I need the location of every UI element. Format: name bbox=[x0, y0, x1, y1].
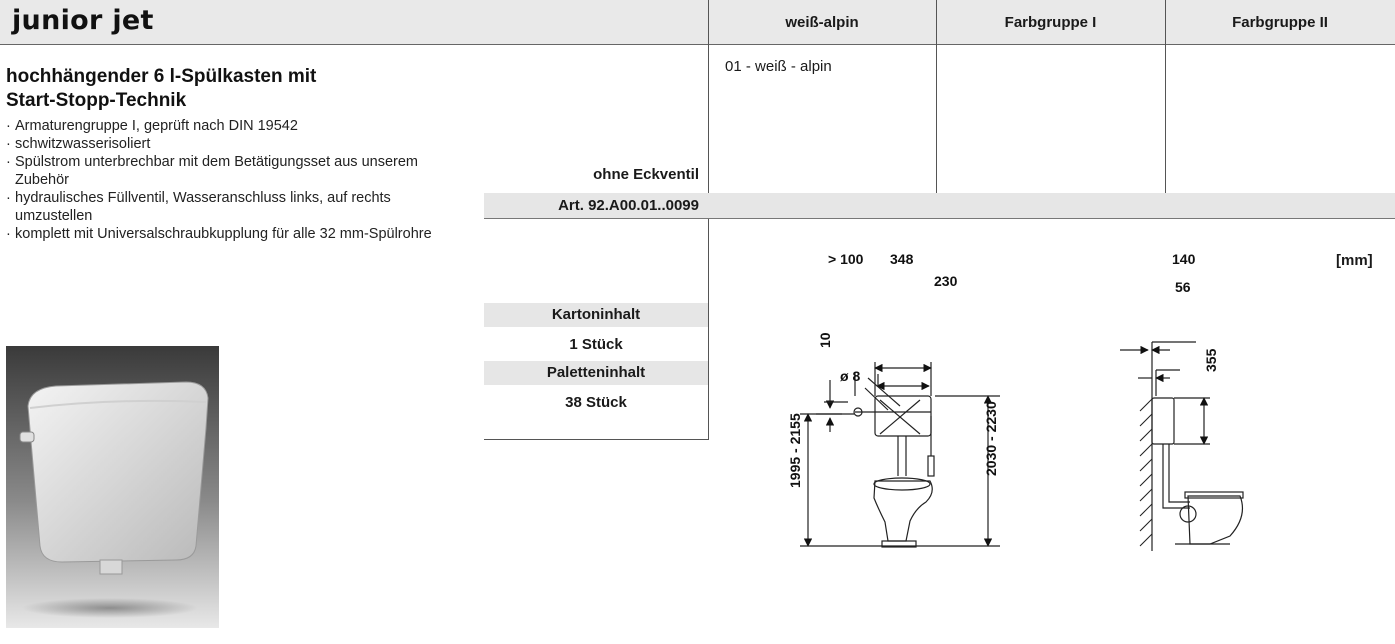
dim-side-depth: 140 bbox=[1172, 251, 1196, 267]
feature-item: Armaturengruppe I, geprüft nach DIN 1954… bbox=[6, 117, 466, 135]
technical-drawing: > 100 348 230 10 ø 8 1995 - 2155 2030 - … bbox=[787, 251, 1244, 551]
feature-item: schwitzwasserisoliert bbox=[6, 135, 466, 153]
pallet-value: 38 Stück bbox=[565, 394, 627, 411]
column-header-weiss-alpin: weiß-alpin bbox=[785, 13, 859, 31]
dim-height-right: 2030 - 2230 bbox=[983, 401, 999, 476]
dim-depth-front: 230 bbox=[934, 273, 958, 289]
article-row-band bbox=[484, 193, 1395, 218]
dim-height-left: 1995 - 2155 bbox=[787, 413, 803, 488]
dim-width: 348 bbox=[890, 251, 914, 267]
product-photo bbox=[6, 346, 219, 628]
dim-top-offset: 10 bbox=[817, 332, 833, 348]
feature-item: Spülstrom unterbrechbar mit dem Betätigu… bbox=[6, 153, 466, 189]
dim-side-gap: > 100 bbox=[828, 251, 864, 267]
dim-wall-gap: 56 bbox=[1175, 279, 1191, 295]
row-divider bbox=[484, 218, 1395, 219]
unit-label: [mm] bbox=[1336, 252, 1373, 269]
column-divider bbox=[936, 0, 937, 218]
product-subtitle: Start-Stopp-Technik bbox=[6, 90, 187, 111]
dim-pipe: ø 8 bbox=[840, 368, 860, 384]
feature-item: hydraulisches Füllventil, Wasseranschlus… bbox=[6, 189, 466, 225]
product-subtitle: hochhängender 6 l-Spülkasten mit bbox=[6, 66, 317, 87]
column-divider bbox=[708, 0, 709, 440]
carton-label: Kartoninhalt bbox=[484, 303, 708, 327]
carton-value: 1 Stück bbox=[569, 336, 623, 353]
column-header-farbgruppe-1: Farbgruppe I bbox=[1004, 13, 1097, 31]
packaging-divider bbox=[484, 439, 709, 440]
column-header-farbgruppe-2: Farbgruppe II bbox=[1232, 13, 1328, 31]
header-divider bbox=[0, 44, 1395, 45]
feature-item: komplett mit Universalschraubkupplung fü… bbox=[6, 225, 466, 243]
header-band bbox=[0, 0, 1395, 44]
pallet-label: Paletteninhalt bbox=[484, 361, 708, 385]
feature-list: Armaturengruppe I, geprüft nach DIN 1954… bbox=[6, 117, 466, 243]
dim-tank-height: 355 bbox=[1203, 348, 1219, 372]
color-value: 01 - weiß - alpin bbox=[725, 58, 832, 75]
product-title: junior jet bbox=[12, 5, 154, 36]
article-number: Art. 92.A00.01..0099 bbox=[558, 197, 699, 214]
column-divider bbox=[1165, 0, 1166, 218]
variant-label: ohne Eckventil bbox=[593, 166, 699, 183]
